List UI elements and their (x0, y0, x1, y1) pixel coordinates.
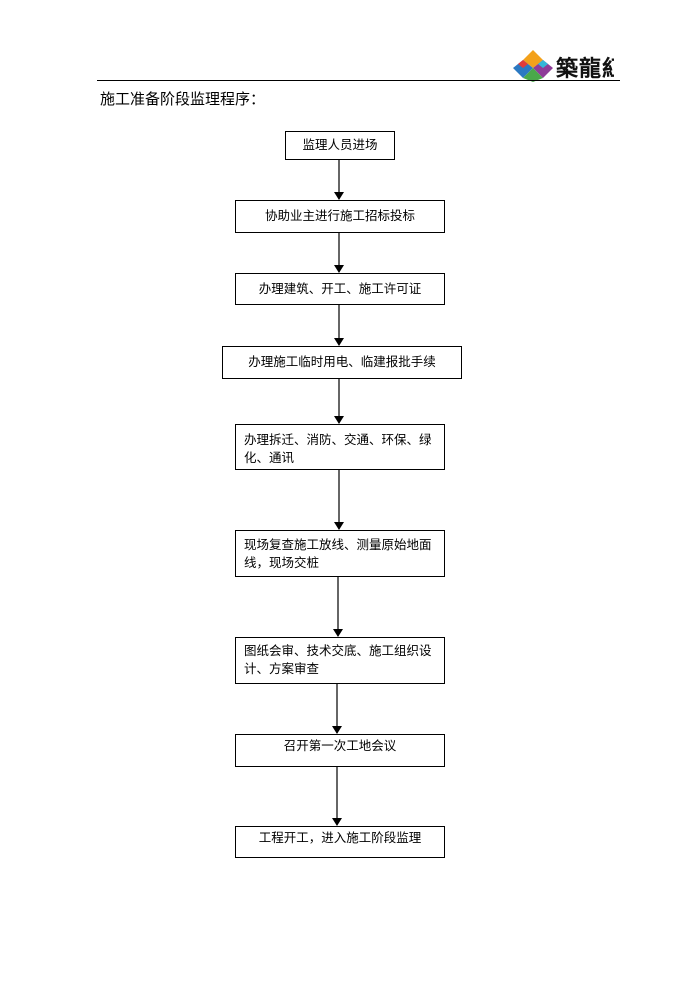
flow-step-7: 图纸会审、技术交底、施工组织设计、方案审查 (235, 637, 445, 684)
flow-step-1: 监理人员进场 (285, 131, 395, 160)
flow-step-3: 办理建筑、开工、施工许可证 (235, 273, 445, 305)
logo-mark-icon (513, 50, 553, 82)
logo-text: 築龍紅 (556, 56, 614, 82)
header-rule (97, 80, 620, 81)
flow-step-8: 召开第一次工地会议 (235, 734, 445, 767)
flow-step-2: 协助业主进行施工招标投标 (235, 200, 445, 233)
flow-step-4: 办理施工临时用电、临建报批手续 (222, 346, 462, 379)
flow-step-9: 工程开工，进入施工阶段监理 (235, 826, 445, 858)
page-title: 施工准备阶段监理程序： (100, 90, 266, 108)
flow-step-6: 现场复查施工放线、测量原始地面线，现场交桩 (235, 530, 445, 577)
flow-step-5: 办理拆迁、消防、交通、环保、绿化、通讯 (235, 424, 445, 470)
logo: 築龍紅 (512, 48, 622, 82)
